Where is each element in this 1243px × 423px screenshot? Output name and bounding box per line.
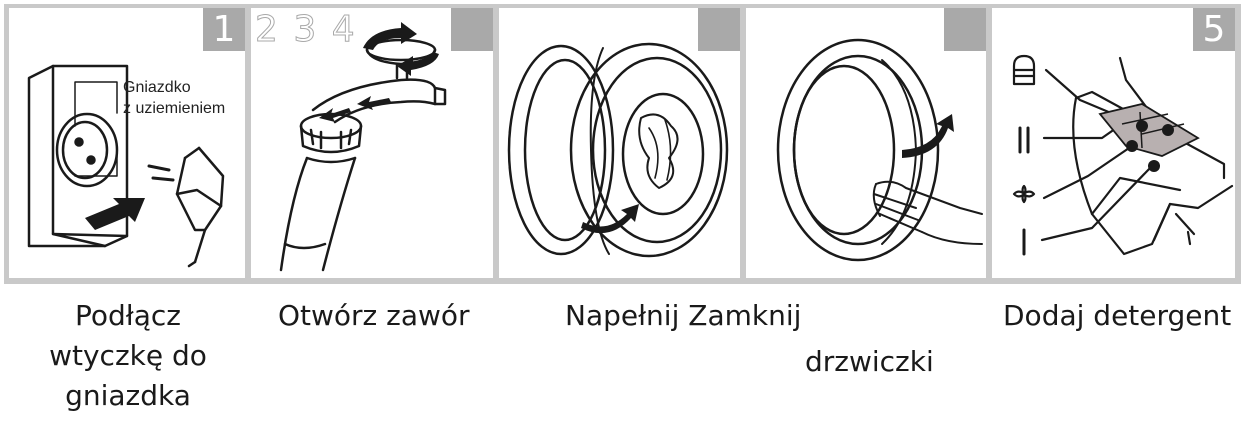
caption-open-valve: Otwórz zawór [278, 299, 470, 332]
open-drum-illustration [507, 42, 729, 258]
faucet-hose-illustration [279, 22, 447, 272]
caption-line: Podłącz [75, 299, 181, 332]
caption-close-door: drzwiczki [805, 345, 934, 378]
socket-annotation-line-1: Gniazdko [123, 79, 191, 96]
caption-add-detergent: Dodaj detergent [1003, 299, 1232, 332]
panel-open-valve: 2 3 4 [251, 8, 493, 278]
step-badge [944, 8, 986, 51]
socket-annotation-line-2: z uziemieniem [123, 100, 226, 117]
panel-close-door [746, 8, 986, 278]
step-badge: 1 [203, 8, 245, 51]
caption-line: wtyczkę do [49, 339, 207, 372]
step-numbers: 2 3 4 [255, 9, 357, 51]
caption-plug-in: Podłącz wtyczkę do gniazdka [18, 296, 238, 416]
step-badge [698, 8, 740, 51]
caption-line: gniazdka [65, 379, 191, 412]
panel-add-detergent: 5 [992, 8, 1235, 278]
panel-plug-in: 1 Gniazdko z uziemieniem [9, 8, 245, 278]
closing-door-illustration [776, 38, 983, 262]
step-badge [451, 8, 493, 51]
panel-load-laundry [499, 8, 740, 278]
step-badge: 5 [1193, 8, 1235, 51]
socket-plug-illustration [27, 64, 225, 268]
detergent-drawer-illustration [1012, 54, 1234, 256]
caption-fill: Napełnij Zamknij [565, 299, 802, 332]
